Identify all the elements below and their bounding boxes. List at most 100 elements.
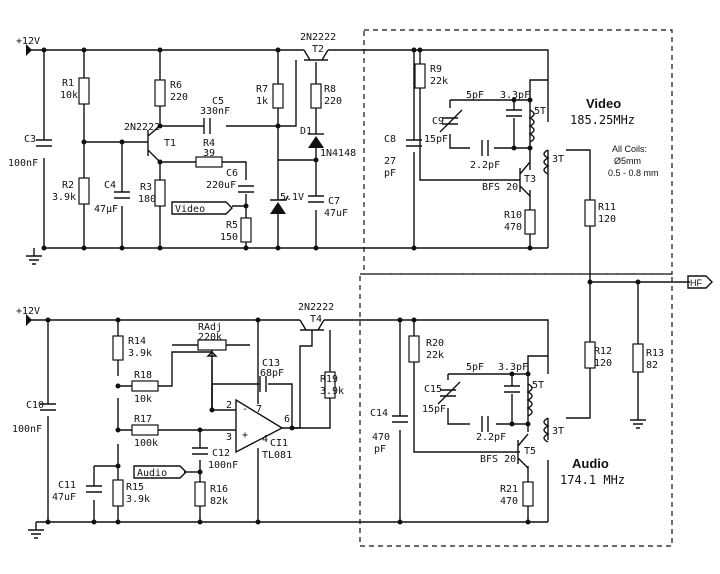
r16-value: 82k — [210, 496, 228, 507]
capacitor-c14: C14 470 pF — [370, 408, 408, 455]
c6-ref: C6 — [226, 168, 238, 179]
resistor-r1: R1 10k — [60, 77, 90, 105]
r13-ref: R13 — [646, 348, 664, 359]
c13-value: 68pF — [260, 368, 284, 379]
video-frequency: 185.25MHz — [570, 113, 635, 127]
r10-ref: R10 — [504, 210, 522, 221]
t4-ref: T4 — [310, 314, 322, 325]
resistor-r17: R17 100k — [131, 414, 159, 449]
c11-ref: C11 — [58, 480, 76, 491]
video-5pf-label: 5pF — [466, 90, 484, 101]
r6-ref: R6 — [170, 80, 182, 91]
ic1-ref: CI1 — [270, 438, 288, 449]
capacitor-c5: C5 330nF — [200, 96, 230, 134]
r9-ref: R9 — [430, 64, 442, 75]
opamp-ic1: - + 2 3 4 7 6 CI1 TL081 — [226, 398, 292, 461]
ic1-pin3: 3 — [226, 432, 232, 443]
r8-value: 220 — [324, 96, 342, 107]
r7-ref: R7 — [256, 84, 268, 95]
resistor-r16: R16 82k — [194, 481, 228, 507]
video-2p2pf-label: 2.2pF — [470, 160, 500, 171]
capacitor-2p2pf-audio: 2.2pF — [476, 416, 506, 443]
capacitor-2p2pf-video: 2.2pF — [470, 140, 500, 171]
r4-ref: R4 — [203, 138, 215, 149]
r8-ref: R8 — [324, 84, 336, 95]
resistor-r9: R9 22k — [414, 63, 448, 89]
r10-value: 470 — [504, 222, 522, 233]
coil-note-line3: 0.5 - 0.8 mm — [608, 168, 659, 178]
c6-value: 220uF — [206, 180, 236, 191]
r3-value: 180 — [138, 194, 156, 205]
r3-ref: R3 — [140, 182, 152, 193]
c11-value: 47uF — [52, 492, 76, 503]
c7-ref: C7 — [328, 196, 340, 207]
r5-value: 150 — [220, 232, 238, 243]
r18-ref: R18 — [134, 370, 152, 381]
t1-ref: T1 — [164, 138, 176, 149]
c4-ref: C4 — [104, 180, 116, 191]
c14-unit: pF — [374, 444, 386, 455]
variable-capacitor-c9: C9 15pF — [424, 109, 463, 145]
r2-ref: R2 — [62, 180, 74, 191]
capacitor-c3: C3 100nF — [8, 134, 52, 169]
r20-value: 22k — [426, 350, 444, 361]
r13-value: 82 — [646, 360, 658, 371]
r9-value: 22k — [430, 76, 448, 87]
r11-value: 120 — [598, 214, 616, 225]
r17-value: 100k — [134, 438, 158, 449]
c8-unit: pF — [384, 168, 396, 179]
transistor-t2: 2N2222 T2 — [300, 32, 336, 61]
r14-ref: R14 — [128, 336, 146, 347]
capacitor-3p3pf-video: 3.3pF — [500, 90, 530, 117]
r16-ref: R16 — [210, 484, 228, 495]
c3-ref: C3 — [24, 134, 36, 145]
resistor-r10: R10 470 — [504, 209, 536, 235]
r1-value: 10k — [60, 90, 78, 101]
resistor-r3: R3 180 — [138, 179, 166, 207]
supply-bottom-label: +12V — [16, 306, 40, 317]
capacitor-c12: C12 100nF — [192, 447, 238, 471]
c14-value: 470 — [372, 432, 390, 443]
resistor-r4: R4 39 — [195, 138, 223, 168]
resistor-r13: R13 82 — [632, 343, 664, 373]
c5-value: 330nF — [200, 106, 230, 117]
d1-part: 1N4148 — [320, 148, 356, 159]
d1-ref: D1 — [300, 126, 312, 137]
c4-value: 47µF — [94, 204, 118, 215]
video-section-title: Video — [586, 96, 621, 111]
r18-value: 10k — [134, 394, 152, 405]
ic1-plus: + — [242, 430, 248, 441]
c15-ref: C15 — [424, 384, 442, 395]
video-oscillator-boundary — [363, 29, 673, 275]
resistor-r6: R6 220 — [154, 79, 188, 107]
junctions — [41, 47, 641, 525]
c8-ref: C8 — [384, 134, 396, 145]
t2-ref: T2 — [312, 44, 324, 55]
audio-5t-label: 5T — [532, 380, 544, 391]
transistor-t3: BFS 20 T3 — [482, 161, 536, 197]
r15-ref: R15 — [126, 482, 144, 493]
resistor-r15: R15 3.9k — [112, 479, 150, 507]
capacitor-3p3pf-audio: 3.3pF — [498, 362, 528, 393]
c3-value: 100nF — [8, 158, 38, 169]
r4-value: 39 — [203, 148, 215, 159]
variable-capacitor-c15: C15 15pF — [422, 381, 461, 415]
audio-3p3pf-label: 3.3pF — [498, 362, 528, 373]
ground-symbol-r13 — [630, 419, 646, 429]
r17-ref: R17 — [134, 414, 152, 425]
t5-part: BFS 20 — [480, 454, 516, 465]
video-input-label: Video — [175, 204, 205, 215]
video-input-port: Video — [171, 201, 233, 215]
c9-value: 15pF — [424, 134, 448, 145]
capacitor-c7: C7 47uF — [308, 195, 348, 219]
c9-ref: C9 — [432, 116, 444, 127]
r21-ref: R21 — [500, 484, 518, 495]
resistor-r8: R8 220 — [310, 83, 342, 109]
resistor-r20: R20 22k — [408, 335, 444, 363]
capacitor-c10: C10 100nF — [12, 400, 56, 435]
capacitor-c6: C6 220uF — [206, 168, 254, 193]
video-section-wiring — [30, 49, 690, 420]
zener-value: 5.1V — [280, 192, 304, 203]
r7-value: 1k — [256, 96, 268, 107]
